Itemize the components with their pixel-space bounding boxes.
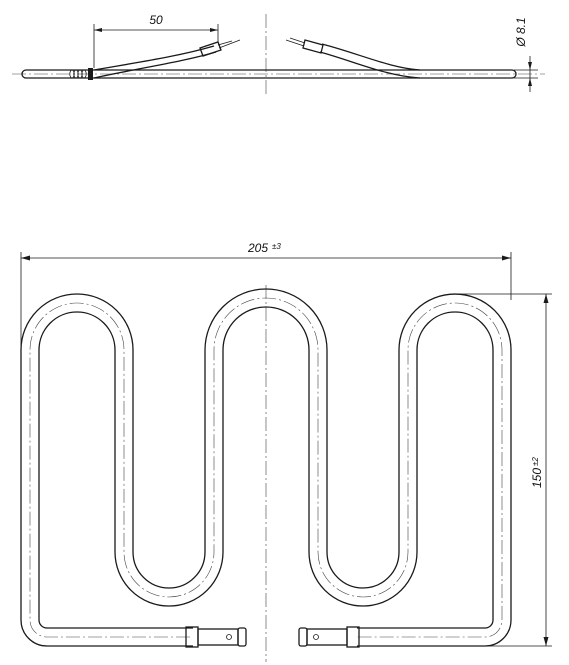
serpentine-tube-inner <box>38 306 494 629</box>
dim-height-tolerance: ±2 <box>531 457 540 466</box>
left-terminal-hole <box>226 634 232 640</box>
side-view: 50 Ø 8.1 <box>12 13 545 96</box>
dim-tube-diameter-label: Ø 8.1 <box>514 17 528 47</box>
side-view-coil <box>69 68 93 80</box>
dim-width: 205 ±3 <box>20 241 512 348</box>
dim-tube-diameter: Ø 8.1 <box>514 17 538 92</box>
dim-lead-length: 50 <box>93 13 219 68</box>
side-view-right-lead <box>285 37 421 79</box>
top-view-left-terminal <box>185 626 247 648</box>
dim-height-label: 150 <box>530 468 544 488</box>
top-view: 205 ±3 150 ±2 <box>20 241 552 662</box>
serpentine-tube-centerline <box>29 297 503 638</box>
top-view-right-terminal <box>298 626 360 648</box>
side-view-left-lead <box>93 39 241 79</box>
dim-width-tolerance: ±3 <box>272 242 281 251</box>
dim-width-label: 205 <box>247 241 268 255</box>
side-view-collar <box>88 68 93 80</box>
side-view-tube <box>21 69 517 79</box>
right-terminal-hole <box>313 634 319 640</box>
dim-lead-length-label: 50 <box>149 13 163 27</box>
dim-height: 150 ±2 <box>455 293 552 647</box>
